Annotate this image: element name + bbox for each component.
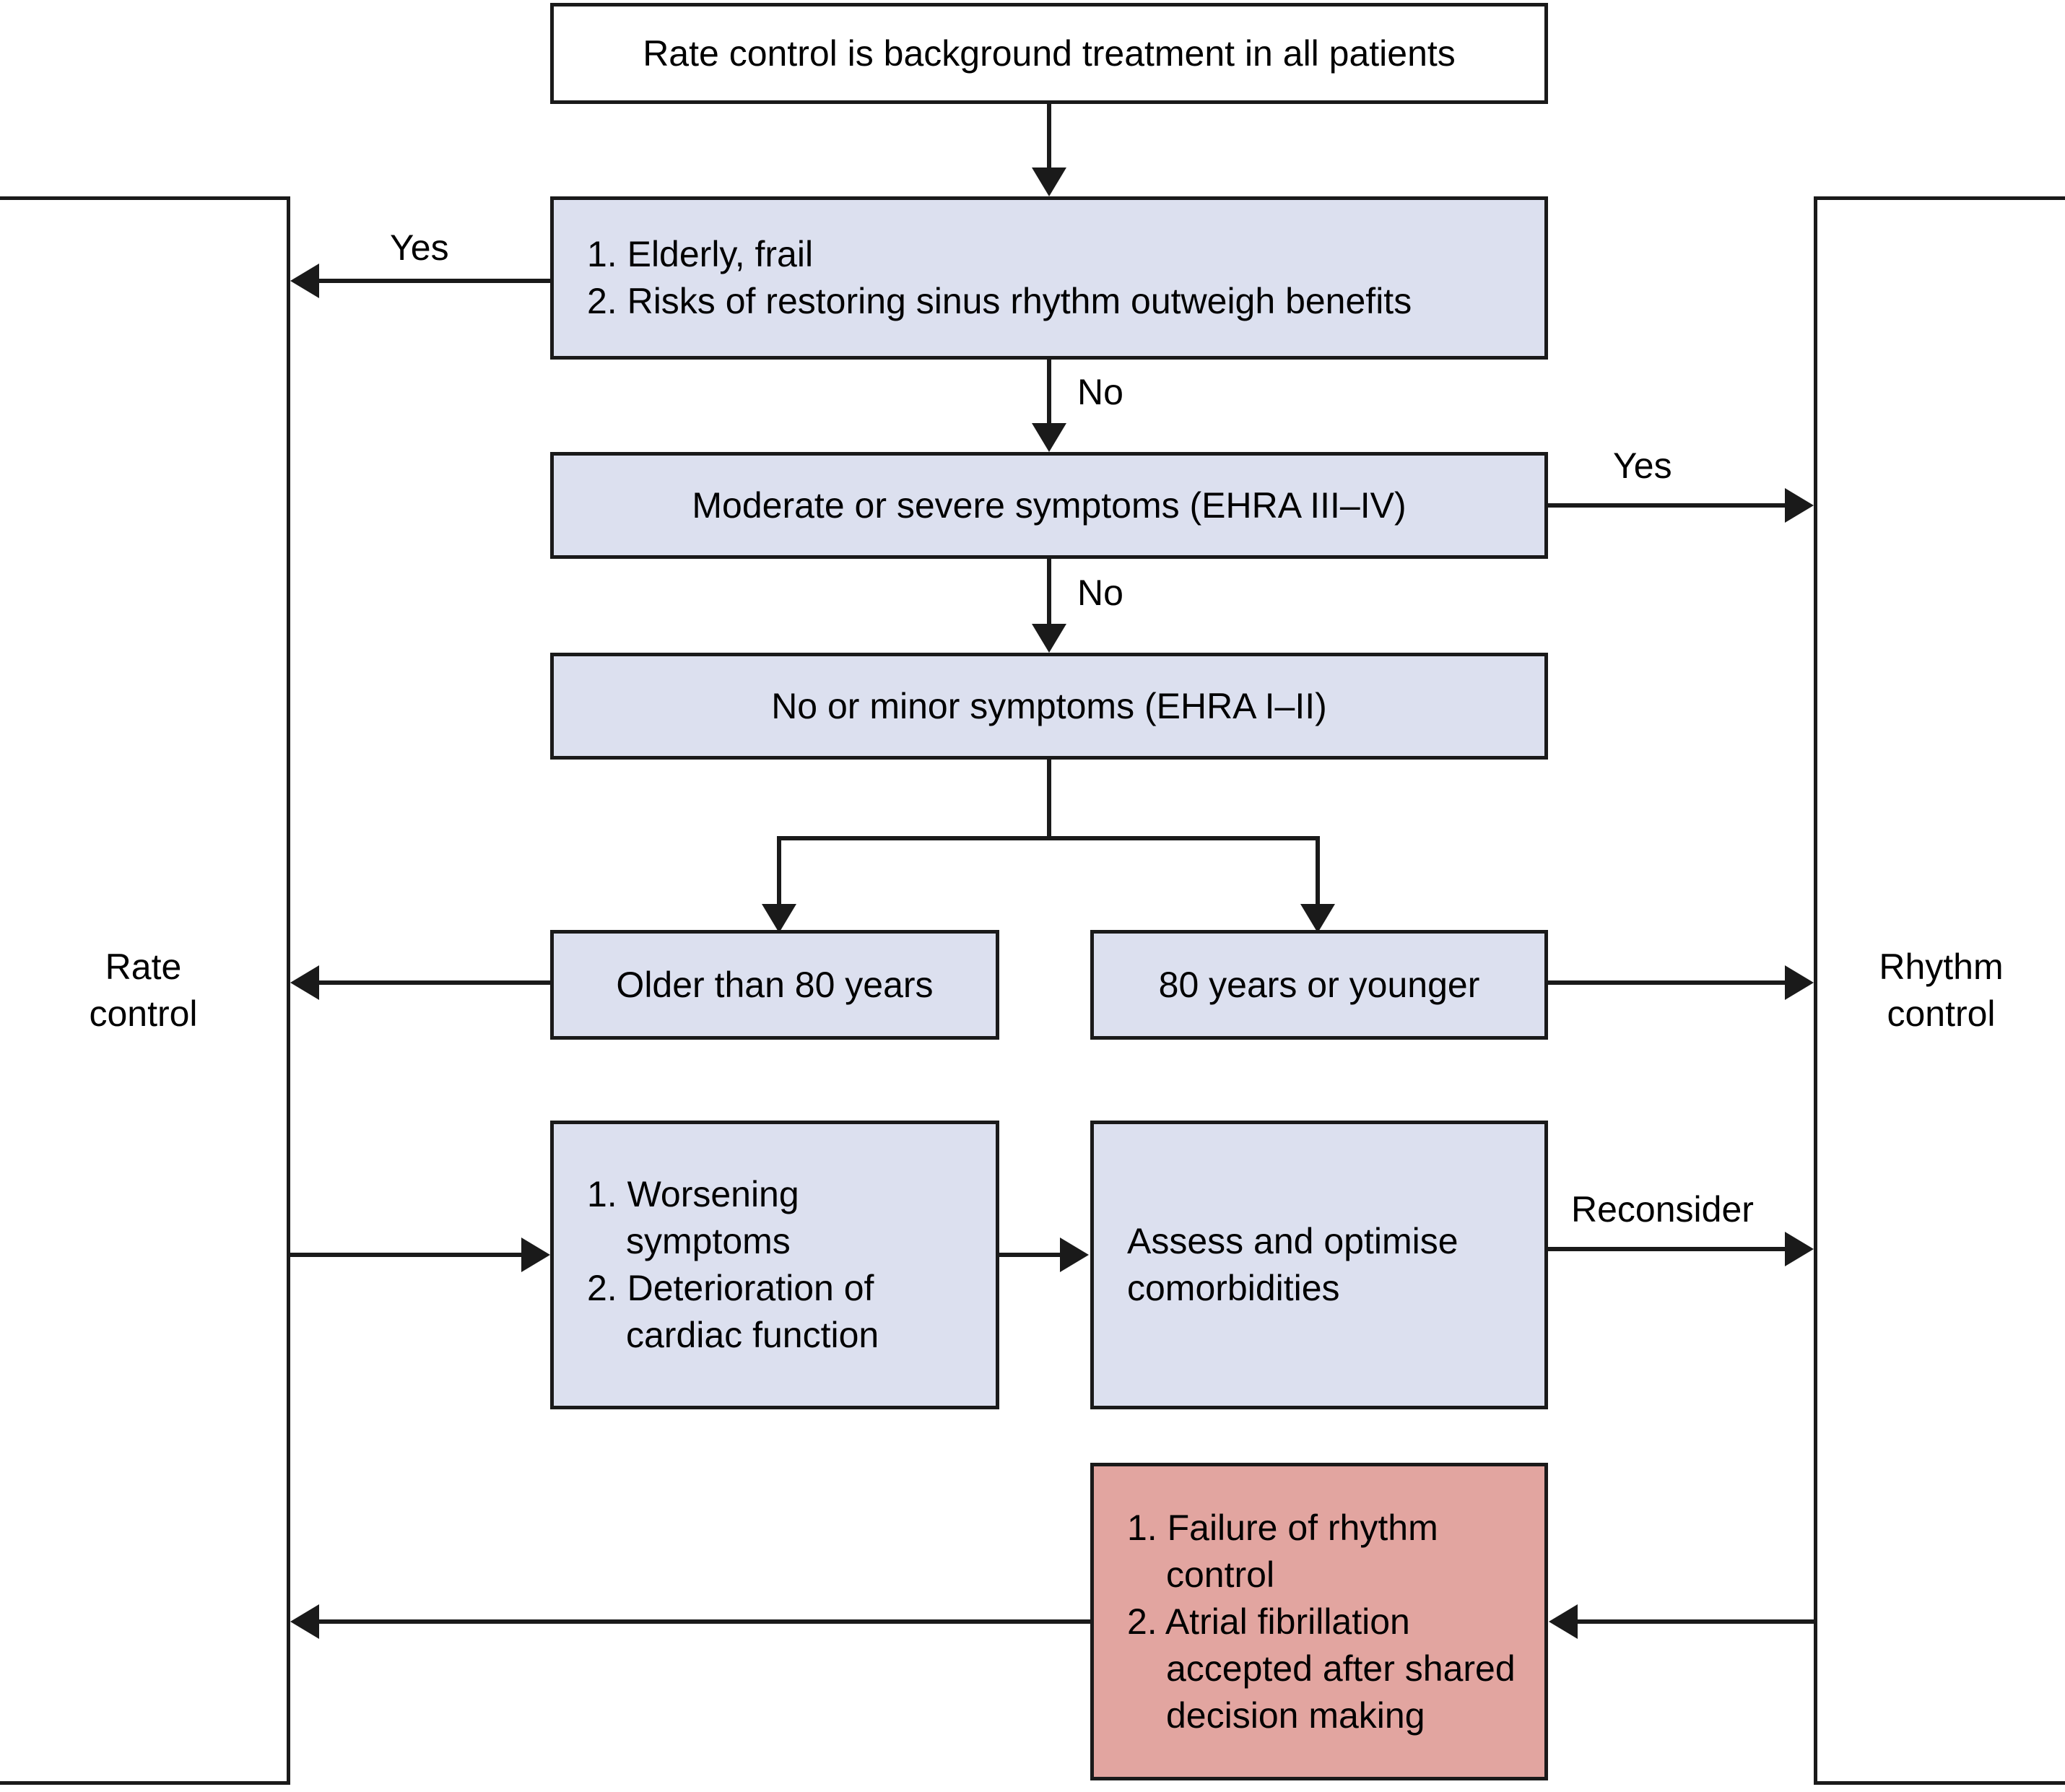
node-worsening-symptoms-label: 1. Worsening symptoms 2. Deterioration o… [554,1171,900,1359]
edge-reconsider-line [1548,1247,1786,1251]
edge-split-right-drop [1316,836,1320,915]
edge-moderate-yes-line [1548,503,1786,508]
node-moderate-severe-symptoms: Moderate or severe symptoms (EHRA III–IV… [550,452,1548,559]
edge-moderate-no-line [1047,559,1051,634]
node-elderly-frail-label: 1. Elderly, frail 2. Risks of restoring … [554,231,1433,325]
edge-label-yes-moderate: Yes [1613,445,1672,486]
node-worsening-symptoms-item-1a: 1. Worsening [587,1174,799,1214]
edge-elderly-no-line [1047,360,1051,432]
node-failure-item-2c: decision making [1166,1695,1425,1736]
node-no-minor-symptoms: No or minor symptoms (EHRA I–II) [550,653,1548,760]
edge-split-right-arrowhead [1300,904,1335,933]
node-assess-comorbidities: Assess and optimise comorbidities [1090,1121,1548,1409]
edge-split-left-arrowhead [762,904,796,933]
node-background-treatment-label: Rate control is background treatment in … [643,32,1456,74]
node-elderly-frail: 1. Elderly, frail 2. Risks of restoring … [550,196,1548,360]
edge-reconsider-arrowhead [1785,1232,1814,1266]
edge-background-to-elderly-arrowhead [1032,168,1066,196]
edge-rhythm-to-failure-line [1578,1619,1816,1624]
edge-label-no-elderly: No [1077,372,1123,412]
edge-younger80-to-rhythm-line [1548,980,1786,985]
node-failure-item-1a: 1. Failure of rhythm [1127,1507,1438,1548]
edge-elderly-yes-line [319,279,552,283]
node-older-than-80-label: Older than 80 years [616,964,934,1005]
node-80-or-younger: 80 years or younger [1090,930,1548,1040]
node-failure-rhythm-control: 1. Failure of rhythm control 2. Atrial f… [1090,1463,1548,1780]
edge-elderly-no-arrowhead [1032,423,1066,452]
edge-moderate-no-arrowhead [1032,624,1066,653]
edge-worsening-to-assess-arrowhead [1060,1238,1089,1272]
node-elderly-frail-item-2: 2. Risks of restoring sinus rhythm outwe… [587,281,1412,321]
node-assess-comorbidities-label: Assess and optimise comorbidities [1094,1218,1480,1312]
node-worsening-symptoms-item-1b: symptoms [626,1221,791,1261]
edge-elderly-yes-arrowhead [290,264,319,298]
edge-label-no-moderate: No [1077,573,1123,613]
edge-label-yes-elderly: Yes [390,227,449,268]
rail-rhythm-control: Rhythm control [1814,196,2065,1785]
edge-failure-to-rate-arrowhead [290,1604,319,1639]
node-assess-comorbidities-line-1: Assess and optimise [1127,1221,1458,1261]
edge-split-left-drop [777,836,781,915]
edge-moderate-yes-arrowhead [1785,488,1814,523]
rail-rhythm-control-label: Rhythm control [1879,947,2004,1034]
node-80-or-younger-label: 80 years or younger [1158,964,1480,1005]
edge-split-stem [1047,760,1051,839]
node-older-than-80: Older than 80 years [550,930,999,1040]
node-failure-rhythm-control-label: 1. Failure of rhythm control 2. Atrial f… [1094,1505,1537,1739]
node-failure-item-2a: 2. Atrial fibrillation [1127,1601,1410,1642]
edge-older80-to-rate-arrowhead [290,965,319,1000]
edge-split-bar [777,836,1320,840]
node-worsening-symptoms-item-2b: cardiac function [626,1315,879,1355]
edge-failure-to-rate-line [319,1619,1092,1624]
edge-worsening-to-assess-line [999,1253,1061,1257]
node-worsening-symptoms: 1. Worsening symptoms 2. Deterioration o… [550,1121,999,1409]
node-failure-item-1b: control [1166,1554,1275,1595]
edge-rate-to-worsening-line [288,1253,523,1257]
node-worsening-symptoms-item-2a: 2. Deterioration of [587,1268,874,1308]
rail-rate-control-label: Rate control [89,947,198,1034]
rail-rate-control: Rate control [0,196,290,1785]
node-moderate-severe-symptoms-label: Moderate or severe symptoms (EHRA III–IV… [692,484,1407,526]
edge-label-reconsider: Reconsider [1571,1189,1754,1230]
node-elderly-frail-item-1: 1. Elderly, frail [587,234,814,274]
edge-background-to-elderly [1047,104,1051,176]
edge-older80-to-rate-line [319,980,552,985]
node-no-minor-symptoms-label: No or minor symptoms (EHRA I–II) [771,685,1327,726]
edge-rhythm-to-failure-arrowhead [1549,1604,1578,1639]
edge-younger80-to-rhythm-arrowhead [1785,965,1814,1000]
node-assess-comorbidities-line-2: comorbidities [1127,1268,1340,1308]
edge-rate-to-worsening-arrowhead [521,1238,550,1272]
node-failure-item-2b: accepted after shared [1166,1648,1516,1689]
node-background-treatment: Rate control is background treatment in … [550,3,1548,104]
